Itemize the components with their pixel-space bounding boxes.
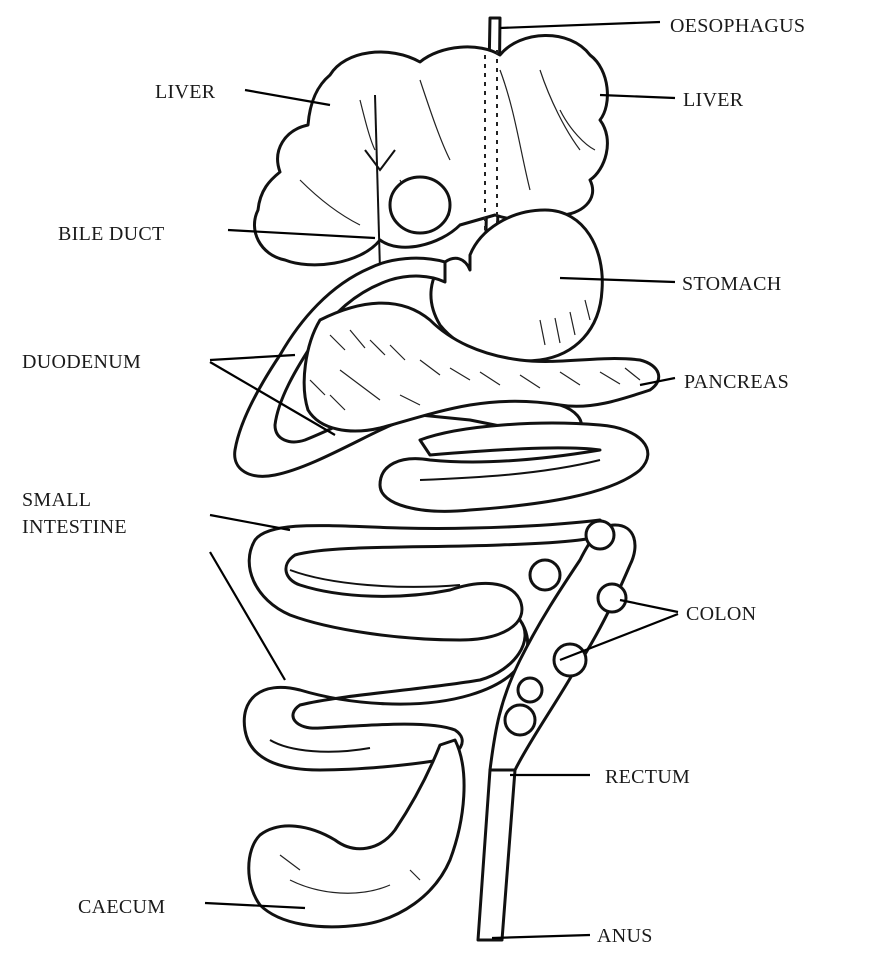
label-liver-left: LIVER [155, 80, 215, 104]
rectum [478, 770, 515, 940]
label-stomach: STOMACH [682, 272, 782, 296]
label-colon: COLON [686, 602, 756, 626]
label-oesophagus: OESOPHAGUS [670, 14, 805, 38]
label-bile-duct: BILE DUCT [58, 222, 165, 246]
label-caecum: CAECUM [78, 895, 165, 919]
label-small-intestine: SMALL INTESTINE [22, 487, 127, 541]
label-pancreas: PANCREAS [684, 370, 789, 394]
stomach [431, 210, 602, 361]
label-rectum: RECTUM [605, 765, 690, 789]
label-duodenum: DUODENUM [22, 350, 141, 374]
label-anus: ANUS [597, 924, 653, 948]
colon [490, 521, 635, 770]
label-liver-right: LIVER [683, 88, 743, 112]
